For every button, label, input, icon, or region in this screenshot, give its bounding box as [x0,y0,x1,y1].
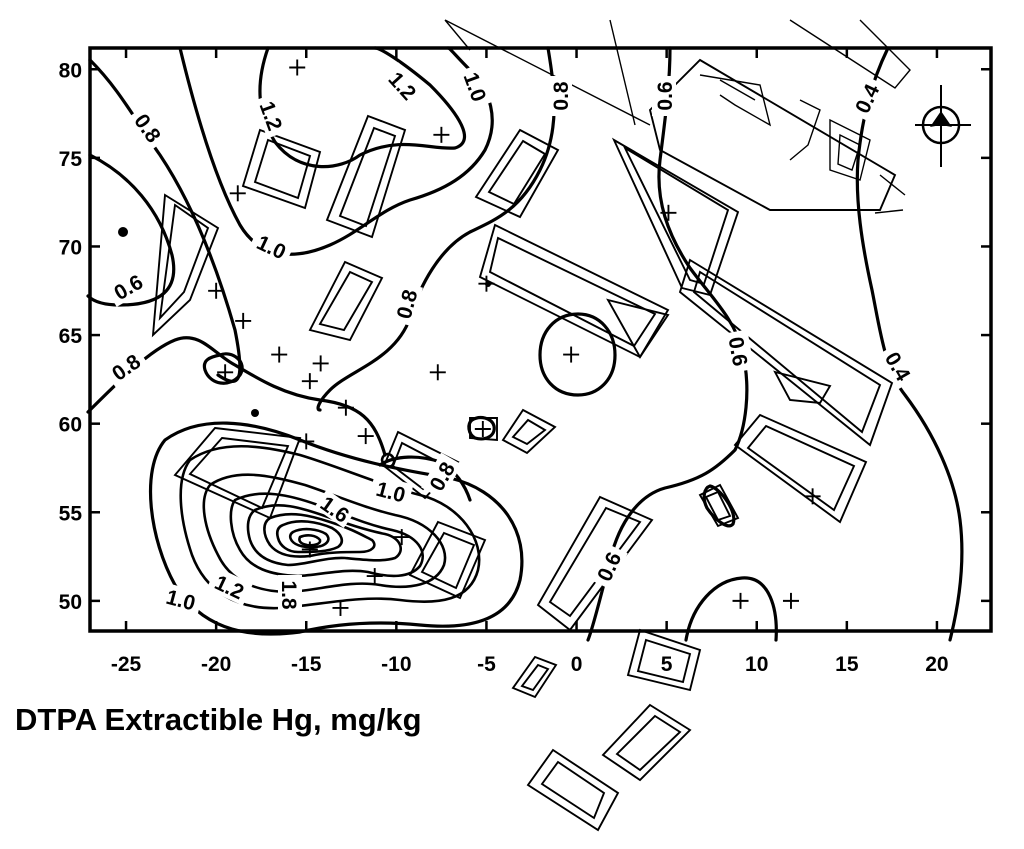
contour-line [702,484,736,528]
sample-point-marker [298,433,315,450]
contour-label: 1.8 [277,580,300,610]
building [444,19,911,214]
sample-point-marker [563,346,580,363]
y-tick-label: 65 [59,325,83,348]
building [308,260,384,342]
building [626,628,702,692]
contour-line [380,452,396,469]
contour-line [538,312,617,397]
contour-line [275,519,344,554]
contour-line [467,415,496,441]
sample-point-marker [804,488,821,505]
sample-point-marker [312,355,329,372]
sample-point-marker [301,541,318,558]
point-markers [118,227,491,417]
x-tick-label: -10 [381,653,411,676]
sample-point-marker [289,59,306,76]
building [325,114,407,239]
y-tick-label: 70 [59,236,82,259]
sample-point-marker [393,529,410,546]
sample-point-marker [332,599,349,616]
x-tick-label: 10 [745,653,768,676]
contour-label: 0.6 [654,81,677,110]
contour-line [263,512,376,558]
building [241,128,322,210]
x-tick-label: 0 [571,653,583,676]
building [151,193,220,338]
x-tick-label: -5 [477,653,496,676]
map-frame [88,46,993,633]
building [511,655,558,699]
building [536,495,654,632]
x-tick-label: 20 [925,653,948,676]
building [699,74,871,181]
contour-line [179,445,481,610]
sample-point-marker [732,592,749,609]
contour-line [316,46,556,412]
sample-point-marker [433,126,450,143]
x-tick-label: -20 [201,653,231,676]
y-axis: 50 55 60 65 70 75 80 [59,59,991,614]
point-marker [251,409,259,417]
sample-point-marker [271,346,288,363]
sample-point-marker [208,282,225,299]
building [611,137,740,297]
y-tick-label: 75 [59,148,83,171]
y-tick-label: 55 [59,502,83,525]
sample-point-marker [366,568,383,585]
building [501,408,557,455]
sample-layer [208,59,821,616]
x-tick-label: -15 [291,653,322,676]
contour-line [202,473,447,594]
contour-line [86,153,176,307]
contour-line [246,504,402,567]
contour-line [855,46,964,642]
sample-point-marker [217,364,234,381]
sample-point-marker [782,592,799,609]
contour-line [684,576,778,642]
contour-label: 0.6 [724,335,752,368]
sample-point-marker [301,373,318,390]
contour-line [202,352,244,385]
building [408,520,487,600]
building [773,370,832,405]
contour-line [88,58,242,383]
sample-point-marker [429,364,446,381]
x-tick-label: 5 [661,653,673,676]
y-tick-label: 80 [59,59,82,82]
building [733,413,868,524]
contour-line [288,527,330,549]
x-axis: -25 -20 -15 -10 -5 0 5 10 15 20 [111,48,949,676]
building [478,223,670,359]
contour-line [298,534,322,547]
point-marker [118,227,128,237]
point-marker [485,281,491,287]
sample-point-marker [474,420,491,437]
sample-point-marker [235,312,252,329]
north-arrow-icon [915,85,971,167]
building [601,703,692,782]
contour-line [586,46,749,642]
sample-point-marker [660,204,677,221]
x-tick-label: -25 [111,653,142,676]
sample-point-marker [337,399,354,416]
y-tick-label: 50 [59,591,82,614]
building [526,748,620,832]
contour-label: 0.8 [550,81,573,111]
building [678,258,894,447]
sample-point-marker [357,428,374,445]
map-caption: DTPA Extractible Hg, mg/kg [15,702,422,737]
y-tick-label: 60 [59,414,82,437]
building [606,298,670,359]
x-tick-label: 15 [835,653,859,676]
sample-point-marker [229,185,246,202]
